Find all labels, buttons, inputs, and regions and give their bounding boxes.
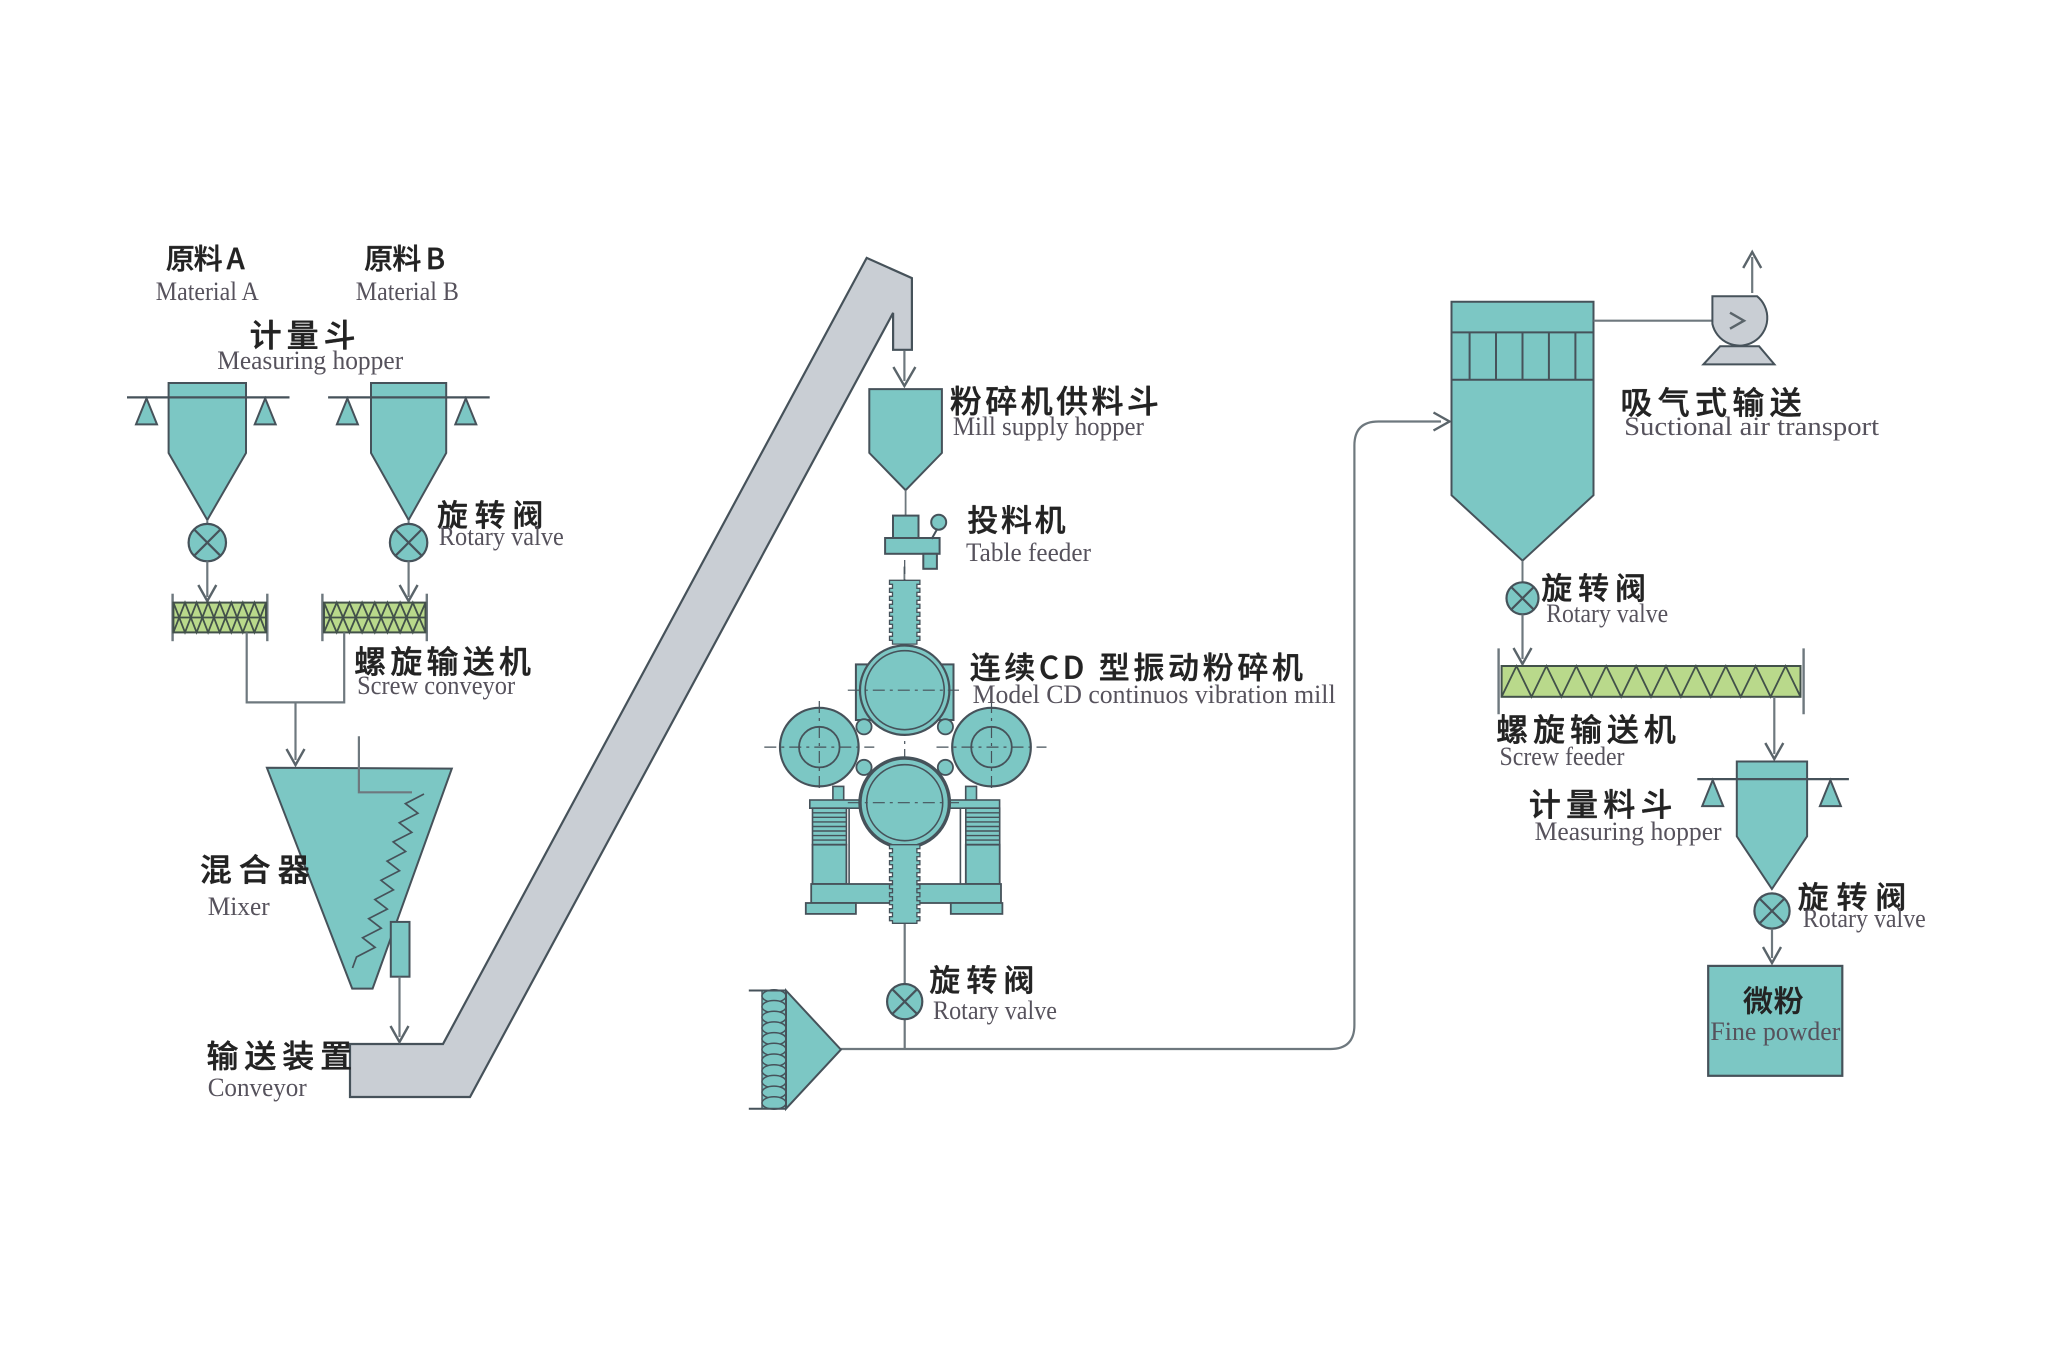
svg-text:Measuring hopper: Measuring hopper	[1535, 817, 1722, 846]
svg-text:Rotary valve: Rotary valve	[1803, 904, 1926, 933]
svg-text:Mill supply hopper: Mill supply hopper	[953, 412, 1144, 441]
svg-text:Material B: Material B	[356, 277, 459, 306]
svg-text:Rotary valve: Rotary valve	[439, 522, 564, 551]
svg-text:Table feeder: Table feeder	[966, 538, 1091, 567]
svg-text:Mixer: Mixer	[208, 892, 270, 921]
svg-text:Rotary valve: Rotary valve	[933, 996, 1057, 1025]
svg-text:Model CD continuos vibration m: Model CD continuos vibration mill	[973, 680, 1336, 709]
svg-text:Screw conveyor: Screw conveyor	[357, 671, 515, 700]
svg-text:Measuring hopper: Measuring hopper	[217, 346, 403, 375]
svg-text:Screw feeder: Screw feeder	[1500, 742, 1625, 771]
svg-text:Suctional air transport: Suctional air transport	[1624, 412, 1880, 441]
svg-text:Rotary valve: Rotary valve	[1546, 599, 1668, 628]
svg-text:Material A: Material A	[156, 277, 259, 306]
svg-text:Conveyor: Conveyor	[208, 1073, 307, 1102]
svg-text:Fine powder: Fine powder	[1710, 1017, 1840, 1046]
